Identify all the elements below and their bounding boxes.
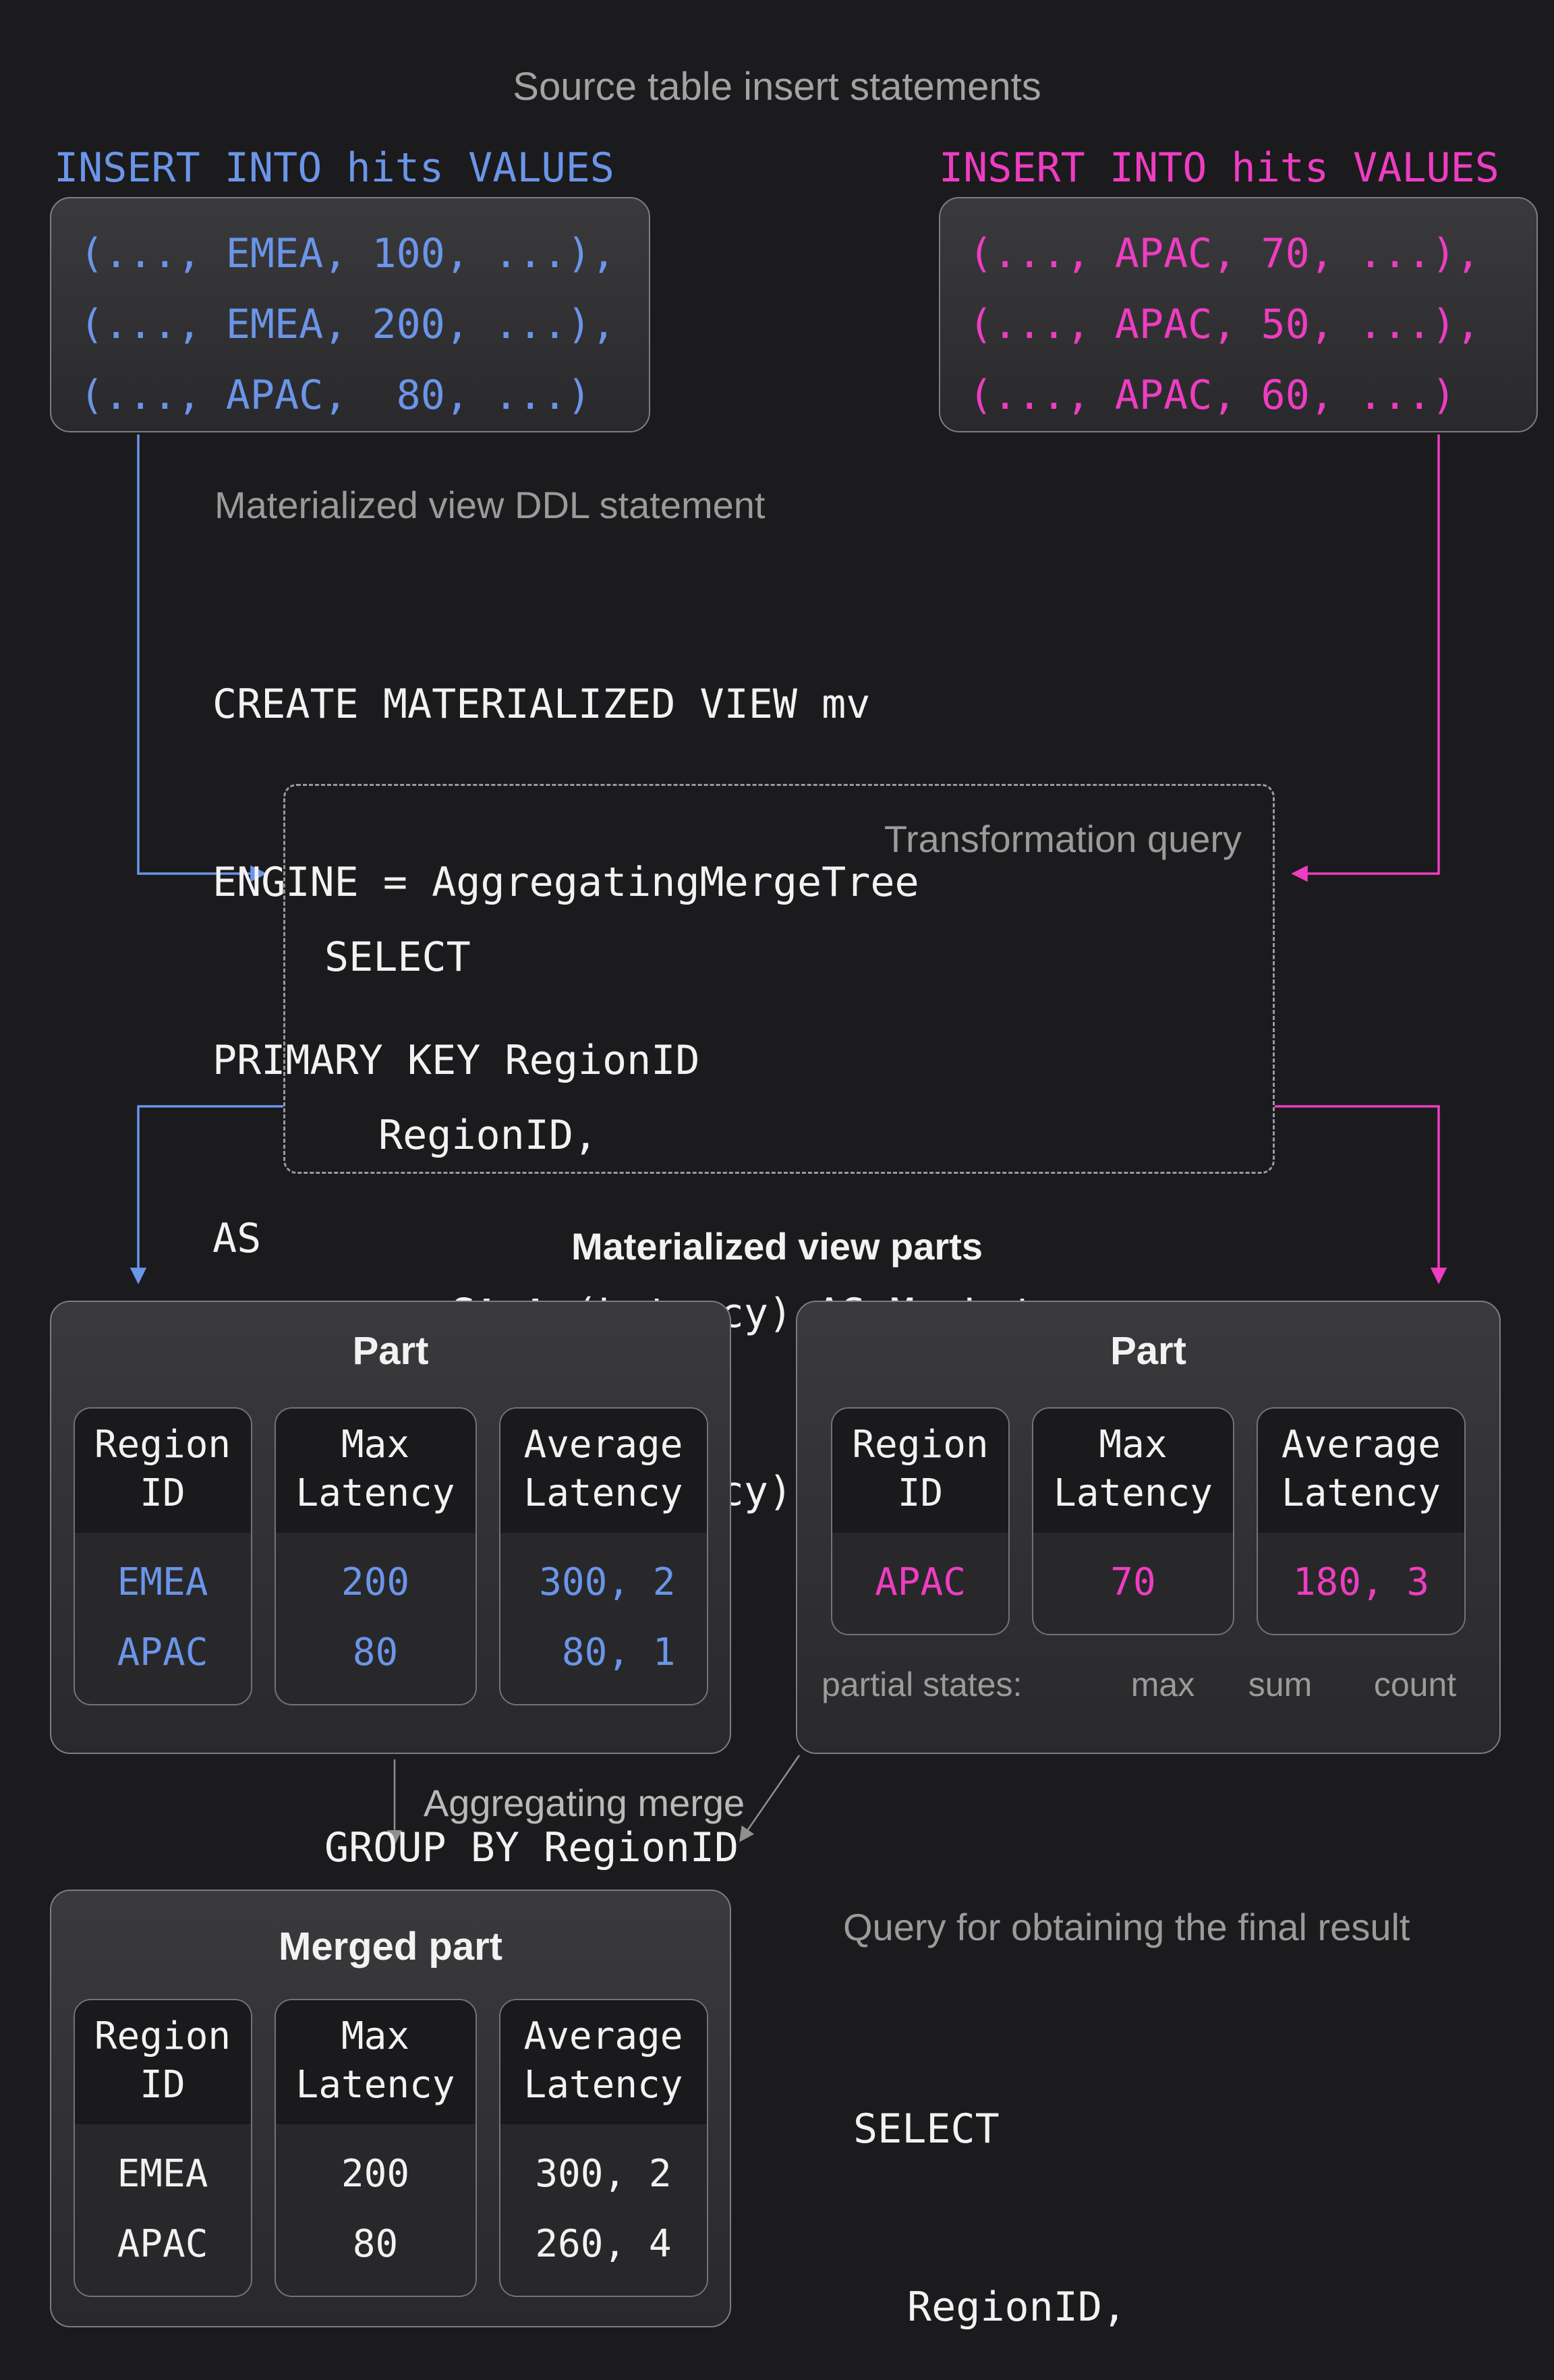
cell-value: APAC [117, 1631, 208, 1674]
parts-section-heading: Materialized view parts [571, 1225, 983, 1268]
annotation-count: count [1373, 1666, 1457, 1703]
code-line: GROUP BY RegionID [324, 1824, 739, 1871]
left-insert-values-box: (..., EMEA, 100, ...), (..., EMEA, 200, … [50, 197, 650, 432]
page-title: Source table insert statements [513, 65, 1041, 109]
part-title: Part [1110, 1329, 1186, 1373]
transformation-query-label: Transformation query [884, 818, 1242, 860]
insert-row: (..., EMEA, 200, ...), [80, 301, 616, 348]
ddl-section-label: Materialized view DDL statement [214, 484, 766, 526]
cell-value: 180, 3 [1292, 1560, 1430, 1604]
code-line: RegionID, [907, 2284, 1127, 2331]
ddl-code-block: CREATE MATERIALIZED VIEW mv ENGINE = Agg… [212, 556, 919, 1387]
code-line: AS [212, 1215, 262, 1262]
cell-value: 200 [341, 1560, 410, 1604]
cell-value: APAC [875, 1560, 966, 1604]
cell-value: 300, 2 [535, 2152, 672, 2196]
insert-row: (..., EMEA, 100, ...), [80, 230, 616, 277]
code-line: CREATE MATERIALIZED VIEW mv [212, 681, 871, 728]
annotation-max: max [1130, 1666, 1195, 1703]
cell-value: 200 [341, 2152, 410, 2196]
final-query-label: Query for obtaining the final result [843, 1906, 1410, 1948]
left-insert-statement-header: INSERT INTO hits VALUES [54, 144, 614, 192]
cell-value: 260, 4 [535, 2222, 672, 2266]
code-line: SELECT [853, 2105, 1000, 2153]
insert-row: (..., APAC, 80, ...) [80, 372, 592, 419]
partial-states-label: partial states: [822, 1666, 1023, 1703]
right-insert-values-box: (..., APAC, 70, ...), (..., APAC, 50, ..… [939, 197, 1538, 432]
insert-row: (..., APAC, 50, ...), [969, 301, 1480, 348]
aggregating-merge-label: Aggregating merge [423, 1782, 745, 1824]
cell-value: 80 [352, 1631, 399, 1674]
arrow-right-insert-to-transformation [1291, 434, 1440, 882]
code-line: SELECT [324, 934, 471, 981]
cell-value: EMEA [117, 1560, 208, 1604]
cell-value: 80 [352, 2222, 399, 2266]
part-title: Part [352, 1329, 429, 1373]
cell-value: 80, 1 [561, 1631, 676, 1674]
cell-value: EMEA [117, 2152, 208, 2196]
merged-part-title: Merged part [279, 1925, 502, 1968]
transformation-query-box: Transformation query SELECT RegionID, ma… [283, 784, 1275, 1871]
code-line: RegionID, [378, 1112, 598, 1159]
cell-value: 70 [1110, 1560, 1156, 1604]
cell-value: 300, 2 [539, 1560, 676, 1604]
code-line: PRIMARY KEY RegionID [212, 1037, 700, 1084]
insert-row: (..., APAC, 60, ...) [969, 372, 1456, 419]
insert-row: (..., APAC, 70, ...), [969, 230, 1480, 277]
cell-value: APAC [117, 2222, 208, 2266]
right-insert-statement-header: INSERT INTO hits VALUES [939, 144, 1499, 192]
annotation-sum: sum [1248, 1666, 1313, 1703]
code-line: ENGINE = AggregatingMergeTree [212, 859, 919, 906]
